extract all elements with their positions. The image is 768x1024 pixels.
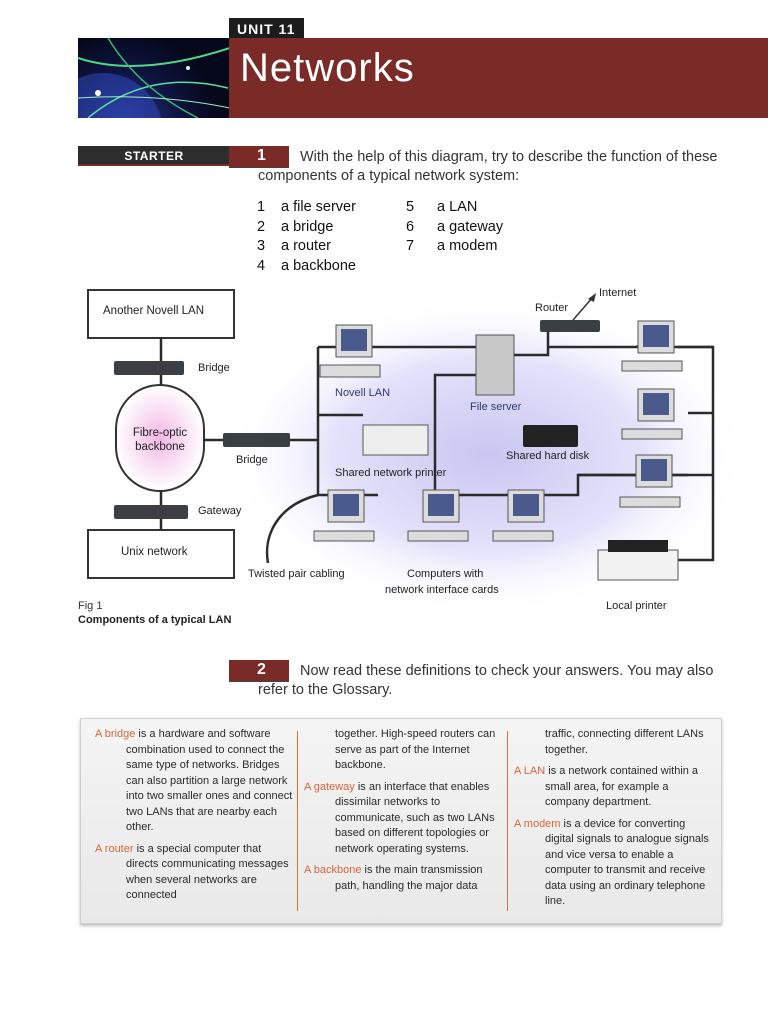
gateway-device-icon xyxy=(114,505,188,519)
keyboard-icon xyxy=(621,428,683,440)
column-divider xyxy=(297,731,298,911)
definitions-column-3: traffic, connecting different LANs toget… xyxy=(514,727,714,916)
definition-bridge: A bridge is a hardware and software comb… xyxy=(95,728,293,833)
definitions-column-1: A bridge is a hardware and software comb… xyxy=(95,727,295,910)
bridge-device-icon xyxy=(114,361,184,375)
file-server-label: File server xyxy=(470,401,522,413)
header-image xyxy=(78,38,230,118)
keyboard-icon xyxy=(621,360,683,372)
figure-label: Fig 1 xyxy=(78,600,103,612)
question-2-text: Now read these definitions to check your… xyxy=(258,663,714,698)
internet-label: Internet xyxy=(599,287,637,299)
computers-label-line2: network interface cards xyxy=(385,584,499,596)
keyboard-icon xyxy=(407,530,469,542)
question-2-number: 2 xyxy=(229,660,289,682)
internet-arrow xyxy=(572,296,594,321)
definition-lan: A LAN is a network contained within a sm… xyxy=(514,765,699,808)
keyboard-icon xyxy=(492,530,554,542)
keyboard-icon xyxy=(619,496,681,508)
figure-caption: Components of a typical LAN xyxy=(78,614,232,626)
bridge-label: Bridge xyxy=(198,362,230,374)
printer-label: Shared network printer xyxy=(335,467,447,479)
definition-backbone-continued: traffic, connecting different LANs toget… xyxy=(545,728,704,756)
local-printer-label: Local printer xyxy=(606,600,667,612)
definitions-box: A bridge is a hardware and software comb… xyxy=(80,718,722,924)
definition-gateway: A gateway is an interface that enables d… xyxy=(304,780,495,855)
column-divider xyxy=(507,731,508,911)
arrow-head-icon xyxy=(588,293,596,302)
definition-router-continued: together. High-speed routers can serve a… xyxy=(335,728,496,771)
fibre-backbone-label: Fibre-optic backbone xyxy=(132,427,188,453)
definition-backbone: A backbone is the main transmission path… xyxy=(304,864,483,892)
bridge-label: Bridge xyxy=(236,454,268,466)
bridge-device-icon xyxy=(223,433,290,447)
router-device-icon xyxy=(540,320,600,332)
local-printer-icon xyxy=(597,549,679,581)
question-1-number: 1 xyxy=(229,146,289,168)
router-label: Router xyxy=(535,302,569,314)
keyboard-icon xyxy=(319,364,381,378)
definitions-column-2: together. High-speed routers can serve a… xyxy=(304,727,504,900)
starter-label: STARTER xyxy=(78,146,230,166)
twisted-pair-label: Twisted pair cabling xyxy=(248,568,345,580)
printer-icon xyxy=(362,424,429,456)
hard-disk-icon xyxy=(523,425,578,447)
novell-lan-label: Novell LAN xyxy=(335,387,391,399)
unit-label: UNIT 11 xyxy=(229,18,304,40)
file-server-icon xyxy=(475,334,515,396)
header-band xyxy=(229,38,768,118)
question-1-text: With the help of this diagram, try to de… xyxy=(258,149,718,184)
definition-router: A router is a special computer that dire… xyxy=(95,842,289,902)
keyboard-icon xyxy=(313,530,375,542)
computers-label-line1: Computers with xyxy=(407,568,484,580)
unix-network-label: Unix network xyxy=(121,546,188,558)
unix-network-box xyxy=(87,529,235,579)
hard-disk-label: Shared hard disk xyxy=(506,450,590,462)
network-diagram: Another Novell LAN Bridge Fibre-optic ba… xyxy=(78,285,768,635)
gateway-label: Gateway xyxy=(198,505,242,517)
page-title: Networks xyxy=(240,46,415,90)
definition-modem: A modem is a device for converting digit… xyxy=(514,817,709,908)
another-lan-label: Another Novell LAN xyxy=(103,305,204,317)
